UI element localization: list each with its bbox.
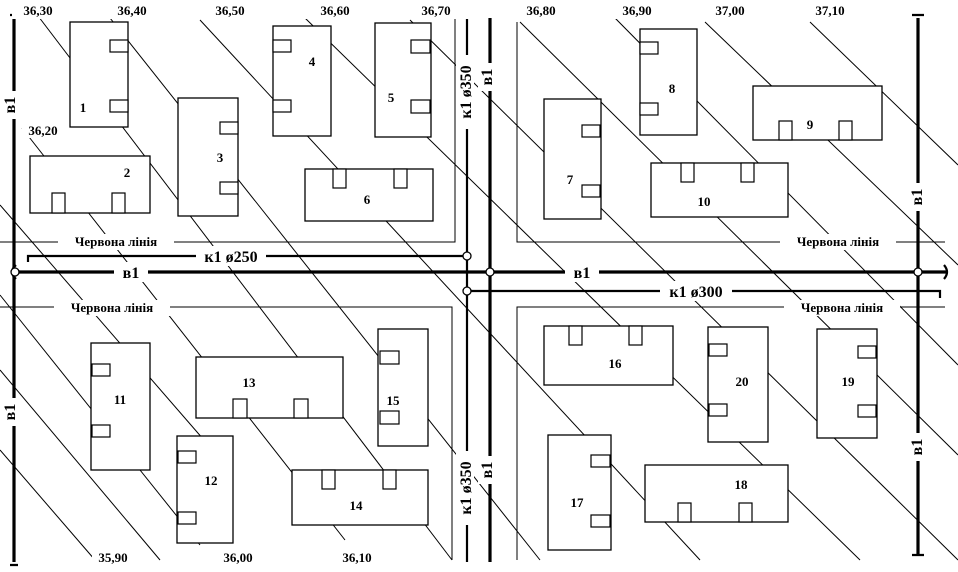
contour-level-label: 36,30 <box>23 3 52 18</box>
red-line-label: Червона лінія <box>801 300 883 315</box>
building-label: 1 <box>80 100 87 115</box>
building-16: 16 <box>543 325 674 386</box>
red-line-label: Червона лінія <box>797 234 879 249</box>
building-label: 18 <box>735 477 749 492</box>
building-label: 15 <box>387 393 401 408</box>
building-12: 12 <box>176 435 234 544</box>
sewer-line-left <box>26 254 467 262</box>
sewer-line-label: к1 ø300 <box>669 284 722 301</box>
building-5: 5 <box>374 22 432 138</box>
contour-level-label: 36,40 <box>117 3 146 18</box>
building-label: 16 <box>609 356 623 371</box>
building-20: 20 <box>707 326 769 443</box>
building-label: 6 <box>364 192 371 207</box>
building-18: 18 <box>644 464 789 523</box>
building-label: 8 <box>669 81 676 96</box>
pipe-labels: в1 в1 к1 ø250 к1 ø300 в1 в1 в1 в1 в1 в1 <box>1 55 926 525</box>
contour-level-labels: 36,30 36,40 36,50 36,60 36,70 36,80 36,9… <box>12 2 856 565</box>
building-6: 6 <box>304 168 434 222</box>
contour-level-label: 36,00 <box>223 550 252 565</box>
building-label: 19 <box>842 374 856 389</box>
building-10: 10 <box>650 162 789 218</box>
contour-level-label: 37,10 <box>815 3 844 18</box>
sewer-node <box>462 286 472 296</box>
building-19: 19 <box>816 328 878 439</box>
contour-level-label: 35,90 <box>98 550 127 565</box>
red-line-labels: Червона лінія Червона лінія Червона ліні… <box>54 234 900 316</box>
contour-line <box>704 21 958 266</box>
building-8: 8 <box>639 28 698 136</box>
water-line-label: в1 <box>2 97 19 114</box>
building-14: 14 <box>291 469 429 526</box>
building-17: 17 <box>547 434 612 551</box>
red-line-label: Червона лінія <box>71 300 153 315</box>
building-9: 9 <box>752 85 883 141</box>
building-4: 4 <box>272 25 332 137</box>
building-2: 2 <box>29 155 151 214</box>
water-line-label: в1 <box>2 404 19 421</box>
contour-line <box>0 449 96 561</box>
contour-level-label: 36,60 <box>320 3 349 18</box>
building-3: 3 <box>177 97 239 217</box>
building-label: 5 <box>388 90 395 105</box>
building-label: 11 <box>114 392 126 407</box>
building-label: 3 <box>217 150 224 165</box>
sewer-line-label: к1 ø350 <box>458 461 475 514</box>
water-node <box>485 267 495 277</box>
sewer-line-label: к1 ø250 <box>204 249 257 266</box>
contour-level-label: 36,50 <box>215 3 244 18</box>
water-node <box>10 267 20 277</box>
contour-level-label: 36,10 <box>342 550 371 565</box>
buildings: 1 2 3 4 5 6 <box>29 21 883 551</box>
building-7: 7 <box>543 98 602 220</box>
sewer-node <box>462 251 472 261</box>
network-nodes <box>10 251 923 296</box>
building-13: 13 <box>195 356 344 419</box>
contour-line <box>0 369 161 561</box>
sewer-line-label: к1 ø350 <box>458 65 475 118</box>
contour-level-label: 36,70 <box>421 3 450 18</box>
building-15: 15 <box>377 328 429 447</box>
building-label: 4 <box>309 54 316 69</box>
building-label: 7 <box>567 172 574 187</box>
building-label: 2 <box>124 165 131 180</box>
water-line-label: в1 <box>479 69 496 86</box>
building-label: 12 <box>205 473 218 488</box>
building-11: 11 <box>90 342 151 471</box>
building-label: 17 <box>571 495 585 510</box>
water-line-label: в1 <box>123 265 140 282</box>
contour-level-label: 37,00 <box>715 3 744 18</box>
building-label: 14 <box>350 498 364 513</box>
building-label: 20 <box>736 374 749 389</box>
building-label: 13 <box>243 375 257 390</box>
water-line-label: в1 <box>479 462 496 479</box>
water-line-label: в1 <box>909 439 926 456</box>
building-1: 1 <box>69 21 129 128</box>
contour-level-label: 36,90 <box>622 3 651 18</box>
building-label: 10 <box>698 194 711 209</box>
water-line-label: в1 <box>909 189 926 206</box>
water-line-label: в1 <box>574 265 591 282</box>
contour-level-label: 36,80 <box>526 3 555 18</box>
contour-line <box>0 204 231 471</box>
water-node <box>913 267 923 277</box>
red-line-label: Червона лінія <box>75 234 157 249</box>
contour-level-label: 36,20 <box>28 123 57 138</box>
contour-line <box>519 21 958 456</box>
building-label: 9 <box>807 117 814 132</box>
sewer-line-right <box>467 289 942 298</box>
contour-line <box>809 21 958 166</box>
